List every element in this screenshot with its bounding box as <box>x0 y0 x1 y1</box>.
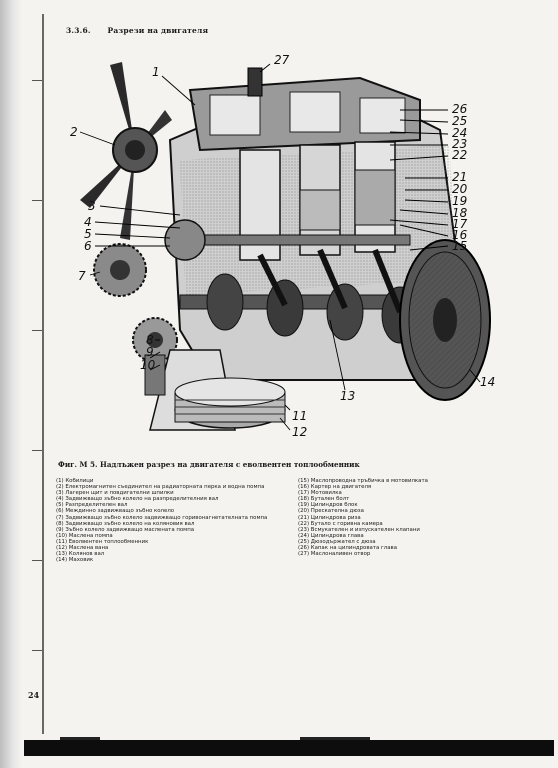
scan-artifact <box>60 737 100 740</box>
callout-15: 15 <box>452 239 467 253</box>
callout-23: 23 <box>452 137 467 151</box>
callout-26: 26 <box>452 102 468 116</box>
legend-item: (24) Цилиндрова глава <box>298 532 364 539</box>
margin-tick <box>32 650 42 651</box>
callout-11: 11 <box>292 409 307 423</box>
legend-item: (23) Всмукателен и изпускателен клапани <box>298 526 420 533</box>
oil-filler-cap <box>247 67 263 97</box>
margin-tick <box>32 200 42 201</box>
legend-item: (4) Задвижващо зъбно колело на разпредел… <box>56 496 219 503</box>
callout-27: 27 <box>274 53 290 67</box>
callout-21: 21 <box>452 170 467 184</box>
legend-item: (17) Мотовилка <box>298 490 342 497</box>
figure-caption: Фиг. М 5. Надлъжен разрез на двигателя с… <box>58 460 360 469</box>
scan-artifact <box>300 737 370 740</box>
legend-item: (2) Електромагнитен съединител на радиат… <box>56 484 265 491</box>
legend-item: (10) Маслена помпа <box>56 532 113 539</box>
legend-item: (14) Маховик <box>56 557 94 564</box>
margin-rule <box>42 14 44 734</box>
legend-item: (11) Еволвентен топлообменник <box>56 538 149 545</box>
legend-item: (5) Разпределителен вал <box>56 502 128 509</box>
callout-9: 9 <box>146 345 154 359</box>
callout-10: 10 <box>140 358 156 372</box>
legend-item: (18) Бутален болт <box>298 496 350 503</box>
page-number: 24 <box>28 690 40 700</box>
callout-8: 8 <box>146 333 154 347</box>
camshaft <box>169 234 411 246</box>
legend-item: (20) Прескателна дюза <box>298 508 364 515</box>
callout-3: 3 <box>88 199 96 213</box>
callout-1: 1 <box>152 65 160 79</box>
callout-16: 16 <box>452 228 468 242</box>
margin-tick <box>32 560 42 561</box>
callout-20: 20 <box>452 182 468 196</box>
legend-item: (12) Маслена вана <box>56 545 109 552</box>
margin-tick <box>32 80 42 81</box>
callout-4: 4 <box>84 215 92 229</box>
callout-25: 25 <box>452 114 467 128</box>
fan-blades <box>80 62 172 240</box>
callout-14: 14 <box>480 375 495 389</box>
callout-22: 22 <box>452 148 467 162</box>
legend-item: (26) Капак на цилиндровата глава <box>298 545 398 552</box>
legend-item: (19) Цилиндров блок <box>298 502 358 509</box>
legend-item: (16) Картер на двигателя <box>298 484 372 491</box>
callout-18: 18 <box>452 206 468 220</box>
page-header: 3.3.6. Разрези на двигателя <box>66 26 208 35</box>
legend-item: (15) Маслопроводна тръбичка в мотовилкат… <box>298 478 428 484</box>
section-number: 3.3.6. <box>66 26 91 35</box>
callout-12: 12 <box>292 425 307 439</box>
legend-item: (22) Бутало с горивна камера <box>298 520 383 527</box>
legend-item: (3) Лагерен щит и повдигателни шпилки <box>56 490 174 497</box>
callout-7: 7 <box>78 269 86 283</box>
callout-6: 6 <box>84 239 92 253</box>
flywheel <box>399 239 491 401</box>
legend-left-column: (1) Кобилици (2) Електромагнитен съедини… <box>56 478 294 563</box>
legend-item: (1) Кобилици <box>56 478 94 484</box>
legend-item: (6) Междинно задвижващо зъбно колело <box>56 508 175 515</box>
legend-item: (9) Зъбно колело задвижващо маслената по… <box>56 526 195 533</box>
legend-item: (25) Дюзодържател с дюза <box>298 538 376 545</box>
oil-sump <box>149 349 286 431</box>
legend-item: (21) Цилиндрова риза <box>298 514 361 521</box>
callout-5: 5 <box>84 227 92 241</box>
callout-19: 19 <box>452 194 467 208</box>
callout-24: 24 <box>452 126 467 140</box>
callout-17: 17 <box>452 217 468 231</box>
section-title: Разрези на двигателя <box>107 26 209 35</box>
legend-item: (8) Задвижващо зъбно колело на коляновия… <box>56 520 195 527</box>
legend-item: (13) Колянов вал <box>56 551 105 558</box>
engine-cutaway-drawing: 1 2 3 4 5 6 7 8 9 10 11 12 13 14 15 16 1… <box>70 53 495 439</box>
margin-tick <box>32 330 42 331</box>
margin-tick <box>32 450 42 451</box>
engine-cutaway-figure: 1 2 3 4 5 6 7 8 9 10 11 12 13 14 15 16 1… <box>60 50 500 450</box>
legend-item: (27) Маслоналивен отвор <box>298 551 371 558</box>
legend-right-column: (15) Маслопроводна тръбичка в мотовилкат… <box>298 478 508 557</box>
legend-item: (7) Задвижващо зъбно колело задвижващо г… <box>56 514 268 521</box>
scan-left-edge <box>0 0 22 768</box>
timing-gears <box>93 243 178 363</box>
leader-lines <box>79 63 481 431</box>
connecting-rods <box>257 248 403 314</box>
scan-bottom-bar <box>24 740 554 756</box>
callout-13: 13 <box>340 389 355 403</box>
callout-2: 2 <box>70 125 78 139</box>
